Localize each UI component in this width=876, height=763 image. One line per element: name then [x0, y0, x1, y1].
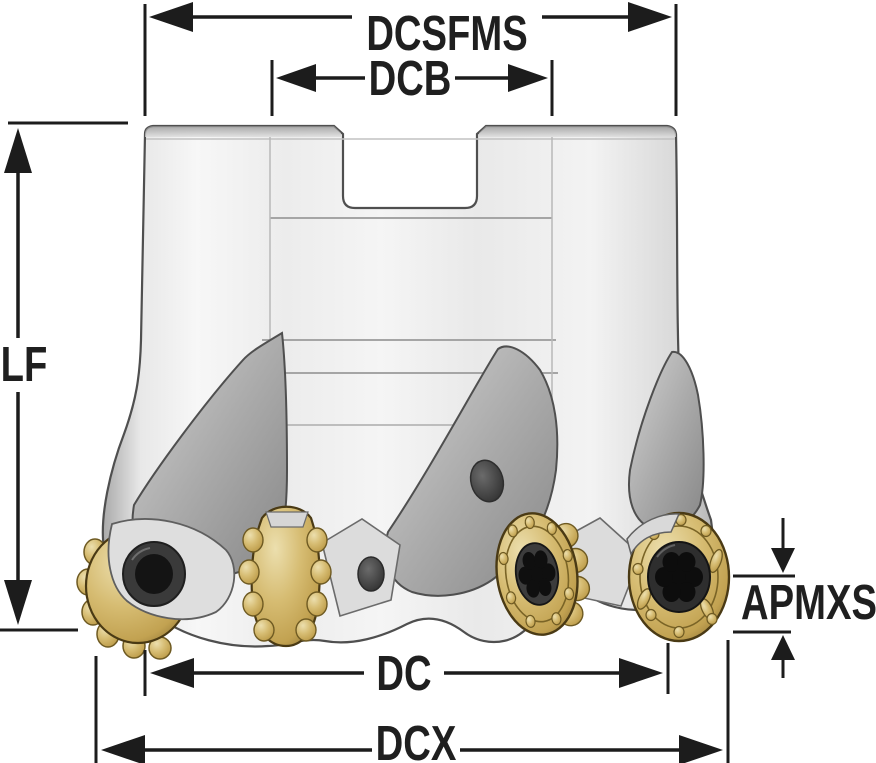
- dim-label-lf: LF: [1, 338, 48, 393]
- dimension-lf: LF: [0, 121, 128, 632]
- lf-arrow-down: [4, 580, 32, 625]
- dc-arrow-right: [619, 658, 663, 688]
- dimension-dc: DC: [143, 643, 670, 702]
- inserts-group: [76, 505, 731, 660]
- insert-left: [76, 518, 236, 660]
- dc-arrow-left: [150, 658, 194, 688]
- dim-label-dcsfms: DCSFMS: [366, 7, 527, 62]
- lf-arrow-up: [4, 128, 32, 173]
- dim-label-apmxs: APMXS: [741, 576, 876, 631]
- top-face-band-left: [145, 126, 341, 137]
- insert-right-clamp-overlay: [626, 513, 681, 556]
- dcb-arrow-right: [508, 64, 548, 92]
- insert-right-dimples: [632, 513, 718, 639]
- dimension-apmxs: APMXS: [733, 518, 876, 678]
- dim-label-dcb: DCB: [369, 52, 452, 107]
- dimension-dcb: DCB: [270, 52, 554, 116]
- insert-right-slots: [636, 548, 723, 620]
- insert-center-torx-screw: [518, 550, 556, 598]
- dimension-dcsfms: DCSFMS: [143, 2, 678, 116]
- insert-left-screw: [135, 554, 173, 594]
- coolant-hole: [469, 459, 505, 503]
- insert-profile-cap: [265, 511, 309, 528]
- dcsfms-arrow-right: [628, 2, 672, 32]
- insert-right-torx-screw: [655, 552, 703, 602]
- insert-center: [495, 512, 591, 636]
- empty-seat-screw-hole: [357, 556, 385, 592]
- dcb-arrow-left: [276, 64, 316, 92]
- insert-right: [626, 511, 731, 643]
- apmxs-arrow-down: [771, 548, 795, 573]
- dim-label-dc: DC: [376, 647, 431, 702]
- dim-label-dcx: DCX: [376, 717, 457, 763]
- insert-profile-serrations: [238, 527, 332, 642]
- dimension-dcx: DCX: [94, 640, 730, 763]
- dcsfms-arrow-left: [149, 2, 193, 32]
- top-face-band-right: [479, 126, 676, 137]
- dcx-arrow-left: [101, 735, 145, 763]
- dcx-arrow-right: [679, 735, 723, 763]
- insert-center-dimples: [498, 515, 575, 628]
- apmxs-arrow-up: [771, 635, 795, 660]
- insert-profile: [238, 505, 332, 648]
